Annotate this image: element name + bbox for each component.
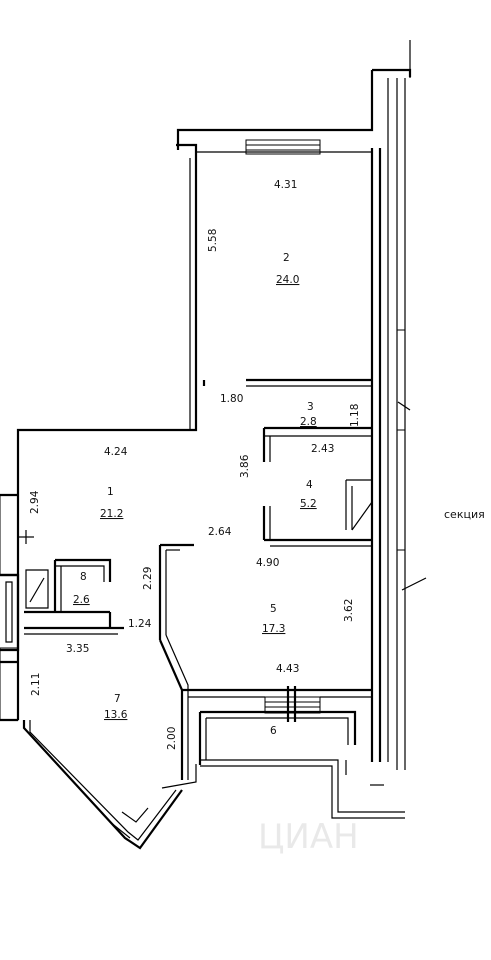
window-room5 (264, 696, 321, 714)
dim-hall-width: 2.64 (208, 526, 232, 538)
room-2-area: 24.0 (276, 274, 299, 286)
room-labels: 2 24.0 3 2.8 4 5.2 1 21.2 5 17.3 6 7 13.… (73, 252, 317, 737)
dim-room5-top: 4.90 (256, 557, 279, 569)
window-right-2 (396, 429, 406, 551)
room-1-area: 21.2 (100, 508, 123, 520)
room-2-number: 2 (283, 252, 290, 264)
dim-room3-length: 1.18 (349, 404, 361, 427)
windows (0, 139, 406, 722)
dim-room7-left: 2.11 (30, 673, 42, 696)
room-8-area: 2.6 (73, 594, 90, 606)
dim-room8-width: 1.24 (128, 618, 152, 630)
dim-corridor-width: 1.80 (220, 393, 243, 405)
window-room7 (0, 647, 19, 721)
window-room2 (245, 139, 321, 155)
room-4-number: 4 (306, 479, 313, 491)
room-5-area: 17.3 (262, 623, 285, 635)
dim-room7-bay: 2.00 (166, 727, 178, 750)
room-4-area: 5.2 (300, 498, 317, 510)
room-7-number: 7 (114, 693, 121, 705)
room-3-area: 2.8 (300, 416, 317, 428)
room-5-number: 5 (270, 603, 277, 615)
room-7-area: 13.6 (104, 709, 128, 721)
dim-room2-length: 5.58 (207, 229, 219, 252)
dim-room1-left: 2.94 (29, 490, 41, 514)
watermark: ЦИАН (258, 817, 359, 857)
window-room1 (0, 494, 19, 576)
dim-room7-width: 3.35 (66, 643, 89, 655)
dim-hall-height: 3.86 (239, 454, 251, 478)
room-1-number: 1 (107, 486, 114, 498)
room-3-number: 3 (307, 401, 314, 413)
dim-room5-width: 4.43 (276, 663, 299, 675)
window-right-1 (396, 329, 406, 431)
dimension-labels: 4.31 5.58 1.80 1.18 2.43 4.24 3.86 2.94 … (29, 179, 361, 750)
dim-room8-height: 2.29 (142, 567, 154, 590)
walls (0, 40, 427, 850)
dim-room4-width: 2.43 (311, 443, 334, 455)
dim-room2-width: 4.31 (274, 179, 297, 191)
room-8-number: 8 (80, 571, 87, 583)
dim-room5-height: 3.62 (343, 599, 355, 622)
section-label: секция (444, 508, 485, 521)
room-6-number: 6 (270, 725, 277, 737)
dim-room1-width: 4.24 (104, 446, 128, 458)
